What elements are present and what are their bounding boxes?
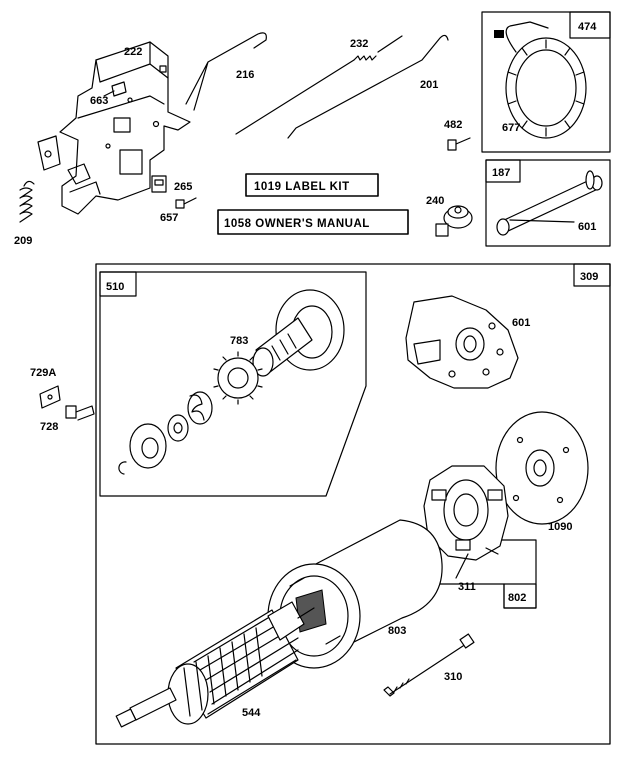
- label-803: 803: [388, 625, 406, 637]
- label-783: 783: [230, 335, 248, 347]
- label-232: 232: [350, 38, 368, 50]
- through-bolt-310: [383, 633, 475, 697]
- label-222: 222: [124, 46, 142, 58]
- alternator-box-474: [481, 11, 611, 153]
- label-310: 310: [444, 671, 462, 683]
- primer-240: [435, 205, 473, 237]
- clip-265: [151, 175, 167, 193]
- label-657: 657: [160, 212, 178, 224]
- control-bracket: [37, 41, 191, 215]
- label-510: 510: [106, 281, 124, 293]
- label-601b: 601: [512, 317, 530, 329]
- rod-201: [287, 34, 449, 139]
- rod-232: [235, 35, 403, 135]
- brush-holder-box-802-tag: [503, 583, 537, 609]
- stop-collar: [129, 423, 167, 469]
- shaft-187: [496, 170, 603, 236]
- alternator-677: [494, 21, 587, 139]
- starter-box-309-tag: [573, 263, 611, 287]
- label-729a: 729A: [30, 367, 56, 379]
- label-265: 265: [174, 181, 192, 193]
- end-cap-1090: [495, 411, 589, 525]
- label-663: 663: [90, 95, 108, 107]
- screw-657: [175, 197, 197, 209]
- starter-box-309: [95, 263, 611, 745]
- brush-holder-311: [423, 465, 509, 561]
- owners-manual-text: 1058 OWNER'S MANUAL: [224, 218, 370, 230]
- label-474: 474: [578, 21, 597, 33]
- bolt-box-187-tag: [485, 159, 521, 183]
- screw-728: [65, 405, 95, 421]
- label-677: 677: [502, 122, 520, 134]
- end-cap-601: [405, 295, 519, 389]
- bracket-729a: [39, 385, 61, 409]
- screw-482: [447, 137, 471, 151]
- drive-kit-box-510-tag: [99, 271, 137, 297]
- label-1090: 1090: [548, 521, 572, 533]
- pinion-washer: [167, 414, 189, 442]
- label-kit-text: 1019 LABEL KIT: [254, 181, 350, 193]
- leader-601a: [509, 219, 575, 223]
- label-187: 187: [492, 167, 510, 179]
- spring-209: [19, 180, 35, 223]
- label-544: 544: [242, 707, 261, 719]
- motor-frame-803: [267, 519, 443, 669]
- retaining-ring: [118, 461, 127, 475]
- drive-pinion-783: [213, 289, 345, 405]
- bolt-box-187: [485, 159, 611, 247]
- armature-544: [115, 601, 315, 728]
- alternator-box-474-tag: [569, 11, 611, 39]
- label-601a: 601: [578, 221, 596, 233]
- label-802: 802: [508, 592, 526, 604]
- leader-311: [455, 553, 469, 579]
- label-kit-box: [245, 173, 379, 197]
- label-216: 216: [236, 69, 254, 81]
- label-728: 728: [40, 421, 58, 433]
- label-201: 201: [420, 79, 438, 91]
- drive-kit-box-510: [99, 271, 367, 497]
- label-482: 482: [444, 119, 462, 131]
- link-rod-216: [185, 32, 267, 111]
- label-309: 309: [580, 271, 598, 283]
- owners-manual-box: [217, 209, 409, 235]
- label-311: 311: [458, 581, 476, 593]
- label-209: 209: [14, 235, 32, 247]
- pinion-spring: [187, 391, 213, 425]
- label-240: 240: [426, 195, 444, 207]
- bolt-663: [103, 81, 127, 97]
